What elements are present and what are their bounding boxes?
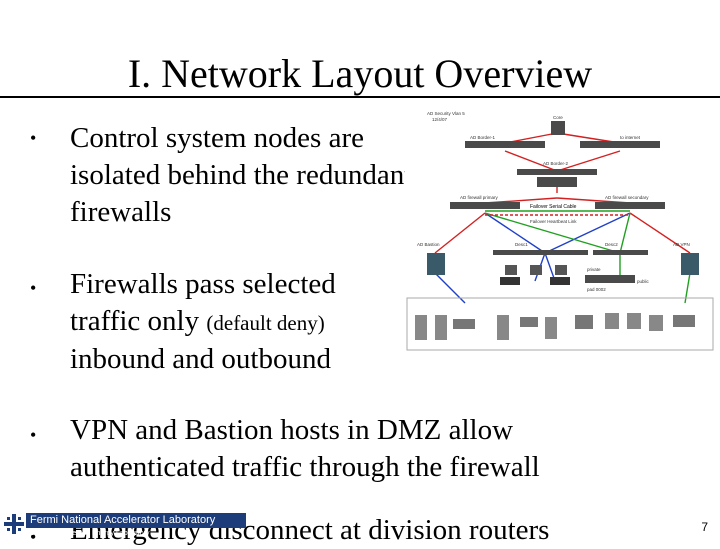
fermilab-logo-icon [2, 511, 26, 537]
bullet-3-line-1: VPN and Bastion hosts in DMZ allow [70, 414, 514, 446]
bullet-2-line-2: traffic only (default deny) [70, 303, 325, 342]
diagram-label-failover-hb: Failover Heartbeat Link [530, 219, 577, 224]
diagram-label-border1: AD Border-1 [470, 135, 496, 140]
diagram-label-fw-secondary: AD firewall secondary [605, 195, 649, 200]
diagram-label-top: AD Security Vlan 5 [427, 111, 465, 116]
bullet-marker: • [30, 527, 37, 547]
diagram-label-desc2: Desc2 [605, 242, 618, 247]
bullet-marker: • [30, 278, 37, 298]
bullet-2-line-3: inbound and outbound [70, 343, 331, 375]
diagram-label-desc1: Desc1 [515, 242, 528, 247]
bullet-2-line-2-small: (default deny) [206, 311, 325, 335]
lab-name-banner: Fermi National Accelerator Laboratory [26, 513, 246, 528]
diagram-label-top-sub: 12/4/07 [432, 117, 448, 122]
bullet-3-line-2: authenticated traffic through the firewa… [70, 451, 540, 483]
bullet-1-line-1: Control system nodes are [70, 122, 364, 154]
bullet-1-line-3: firewalls [70, 196, 172, 228]
diagram-label-vpn: AD VPN [673, 242, 690, 247]
page-number: 7 [701, 520, 708, 534]
diagram-devices [406, 121, 714, 351]
diagram-label-pad: pad 0002 [587, 287, 606, 292]
diagram-label-private: private [587, 267, 601, 272]
bullet-2-line-1: Firewalls pass selected [70, 268, 336, 300]
bullet-marker: • [30, 425, 37, 445]
bullet-1-line-2: isolated behind the redundant [70, 159, 413, 191]
diagram-label-bastion: AD Bastion [417, 242, 440, 247]
bullet-marker: • [30, 128, 37, 148]
slide-title: I. Network Layout Overview [127, 51, 593, 96]
lab-subtitle: U.S. Department of Energy Laboratory [30, 530, 150, 537]
diagram-labels: AD Security Vlan 5 12/4/07 Core AD Borde… [417, 111, 690, 292]
diagram-label-public: public [637, 279, 650, 284]
diagram-label-internet: to internet [620, 135, 641, 140]
diagram-label-border2: AD Border-2 [543, 161, 569, 166]
diagram-label-fw-primary: AD firewall primary [460, 195, 499, 200]
title-rule [0, 96, 720, 98]
network-diagram: AD Security Vlan 5 12/4/07 Core AD Borde… [405, 103, 715, 353]
bullet-2-line-2-main: traffic only [70, 305, 207, 337]
diagram-label-failover: Failover Serial Cable [530, 204, 577, 210]
diagram-label-core: Core [553, 115, 563, 120]
diagram-background [405, 103, 715, 353]
